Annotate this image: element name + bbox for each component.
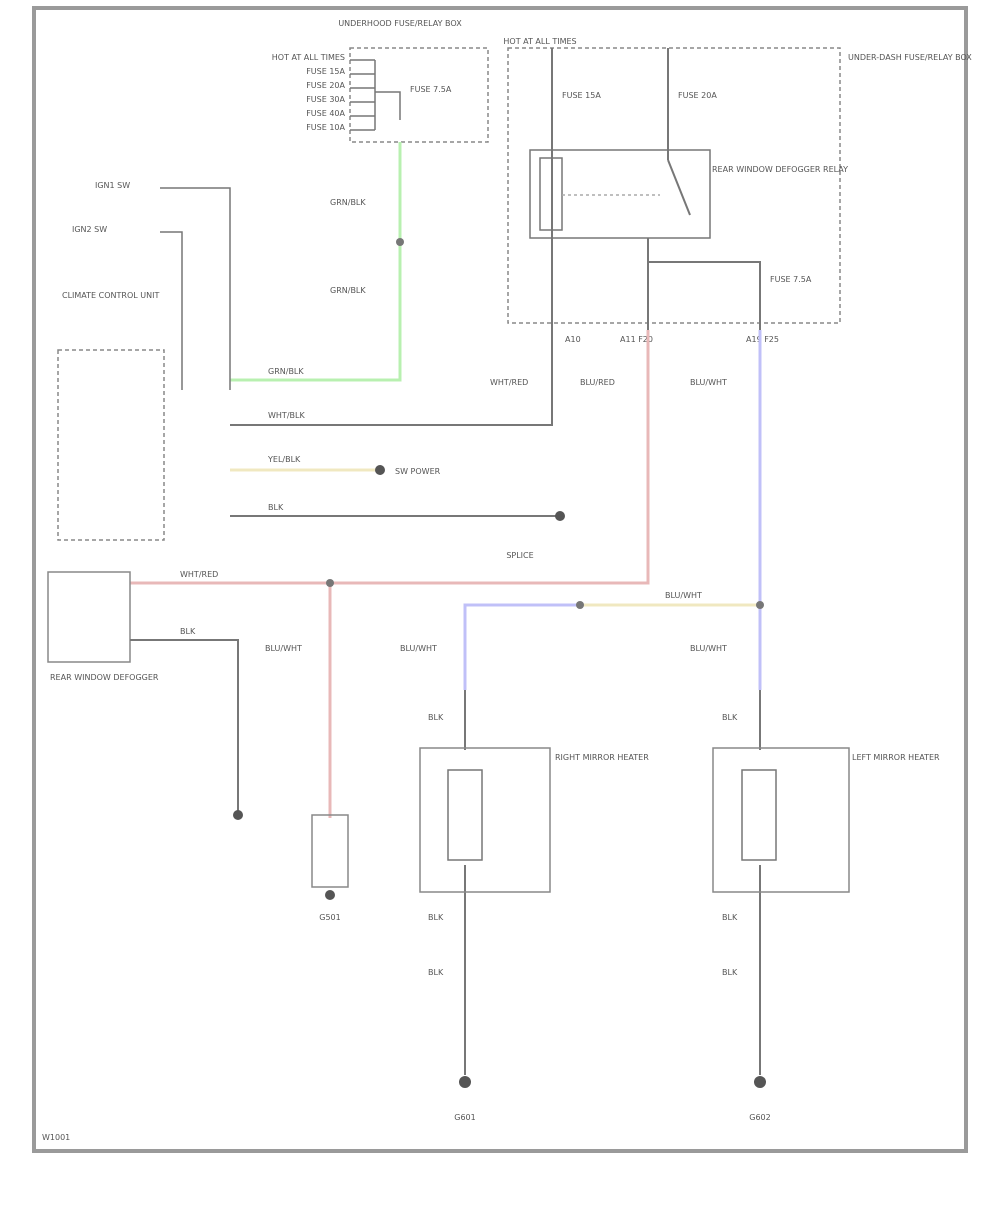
- fuse-label: FUSE 7.5A: [410, 85, 452, 94]
- wire-label: BLU/WHT: [665, 591, 702, 600]
- defogger-label: REAR WINDOW DEFOGGER: [50, 673, 159, 682]
- right-mirror-heater: BLK RIGHT MIRROR HEATER BLK BLK G601: [419, 690, 649, 1122]
- wire-label: BLK: [428, 913, 444, 922]
- wire-label: WHT/RED: [490, 378, 528, 387]
- fuse-box-top-title: UNDERHOOD FUSE/RELAY BOX: [338, 19, 462, 28]
- pin-label: A11 F20: [620, 335, 653, 344]
- pin-label: A19 F25: [746, 335, 779, 344]
- wire-label: GRN/BLK: [330, 198, 366, 207]
- wire-label: BLU/WHT: [690, 644, 727, 653]
- wire-label: GRN/BLK: [268, 367, 304, 376]
- wire-label: BLU/WHT: [265, 644, 302, 653]
- fuse-label: FUSE 20A: [678, 91, 717, 100]
- footer-code: W1001: [42, 1133, 70, 1142]
- diagram-frame: [32, 6, 968, 1153]
- wire-label: BLK: [722, 713, 738, 722]
- wire-label: BLK: [428, 713, 444, 722]
- ground-label: G501: [319, 913, 340, 922]
- relay-box-label: UNDER-DASH FUSE/RELAY BOX: [848, 53, 972, 62]
- wire-blue-left: [463, 603, 580, 690]
- wire-green: [230, 142, 402, 382]
- relay-name: REAR WINDOW DEFOGGER RELAY: [712, 165, 848, 174]
- splice-label: SPLICE: [506, 551, 533, 560]
- wire-label: WHT/BLK: [268, 411, 305, 420]
- left-mirror-heater: BLK LEFT MIRROR HEATER BLK BLK G602: [712, 690, 940, 1122]
- rear-window-defogger: BLK REAR WINDOW DEFOGGER G501: [47, 571, 349, 922]
- fuse-label: FUSE 7.5A: [770, 275, 812, 284]
- splice-label: SW POWER: [395, 467, 441, 476]
- wire-label: YEL/BLK: [267, 455, 301, 464]
- climate-control-unit: IGN1 SW IGN2 SW CLIMATE CONTROL UNIT WHT…: [57, 181, 565, 560]
- wire-label: BLK: [428, 968, 444, 977]
- wire-label: BLU/WHT: [690, 378, 727, 387]
- input-label: IGN2 SW: [72, 225, 107, 234]
- ground-label: G602: [749, 1113, 770, 1122]
- wire-label: BLK: [180, 627, 196, 636]
- wire-label: BLK: [722, 913, 738, 922]
- mirror-label: LEFT MIRROR HEATER: [852, 753, 940, 762]
- fuse-row: FUSE 10A: [306, 123, 345, 132]
- wire-label: WHT/RED: [180, 570, 218, 579]
- fuse-row: FUSE 40A: [306, 109, 345, 118]
- fuse-row: FUSE 15A: [306, 67, 345, 76]
- relay-box: HOT AT ALL TIMES FUSE 15A FUSE 20A REAR …: [503, 37, 972, 344]
- wire-label: GRN/BLK: [330, 286, 366, 295]
- climate-unit-label: CLIMATE CONTROL UNIT: [62, 291, 159, 300]
- relay-hot-label: HOT AT ALL TIMES: [503, 37, 576, 46]
- wire-red: [130, 330, 650, 585]
- wire-label: BLU/RED: [580, 378, 615, 387]
- wire-label: BLK: [268, 503, 284, 512]
- fuse-row: FUSE 20A: [306, 81, 345, 90]
- mirror-label: RIGHT MIRROR HEATER: [555, 753, 649, 762]
- ground-label: G601: [454, 1113, 475, 1122]
- wire-label: BLK: [722, 968, 738, 977]
- fuse-box-top: UNDERHOOD FUSE/RELAY BOX HOT AT ALL TIME…: [272, 19, 489, 143]
- fuse-row: FUSE 30A: [306, 95, 345, 104]
- input-label: IGN1 SW: [95, 181, 130, 190]
- wire-label: BLU/WHT: [400, 644, 437, 653]
- fuse-row: HOT AT ALL TIMES: [272, 53, 345, 62]
- pin-label: A10: [565, 335, 581, 344]
- fuse-label: FUSE 15A: [562, 91, 601, 100]
